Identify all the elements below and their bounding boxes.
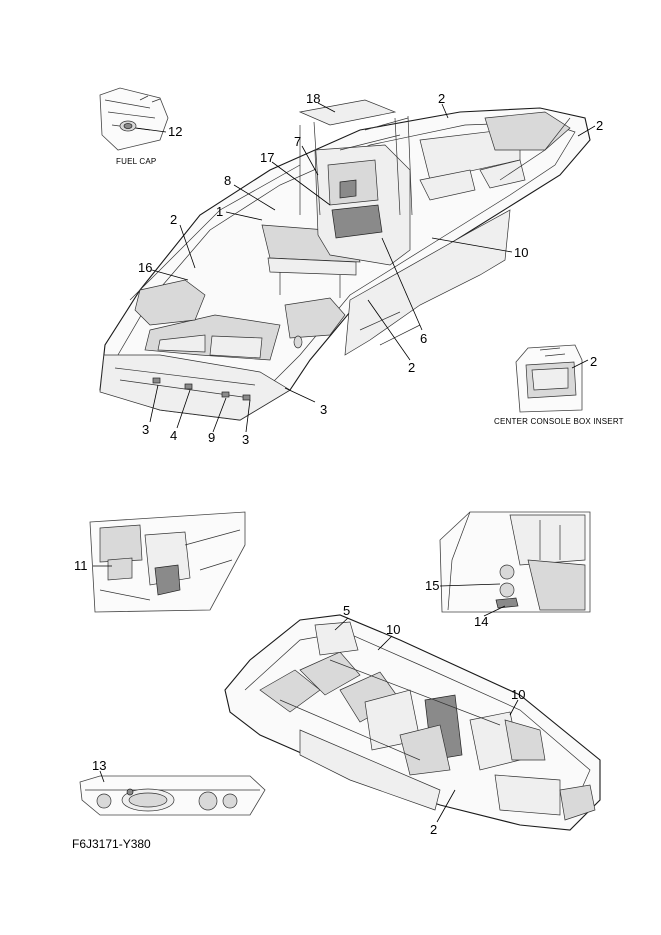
callout-3-bottom: 3: [242, 432, 249, 447]
callout-12: 12: [168, 124, 182, 139]
callout-13: 13: [92, 758, 106, 773]
console-box-caption: CENTER CONSOLE BOX INSERT: [494, 417, 624, 426]
callout-2-console: 2: [590, 354, 597, 369]
diagram-code: F6J3171-Y380: [72, 837, 151, 851]
callout-4: 4: [170, 428, 177, 443]
callout-2-mid: 2: [408, 360, 415, 375]
console-box-inset: 2 CENTER CONSOLE BOX INSERT: [494, 344, 624, 426]
callout-7: 7: [294, 134, 301, 149]
callout-18: 18: [306, 91, 320, 106]
callout-1: 1: [216, 204, 223, 219]
callout-2-right: 2: [596, 118, 603, 133]
callout-9: 9: [208, 430, 215, 445]
callout-2-lower: 2: [430, 822, 437, 837]
fuel-cap-inset: 12 FUEL CAP: [99, 87, 182, 166]
callout-14: 14: [474, 614, 488, 629]
boat-top-view: 18 2 2 7 17 8 1 2 10 16 6 2 3 3 4 9 3: [99, 91, 603, 447]
callout-3-right: 3: [320, 402, 327, 417]
callout-11: 11: [74, 558, 88, 573]
callout-15: 15: [425, 578, 439, 593]
callout-8: 8: [224, 173, 231, 188]
callout-2-left: 2: [170, 212, 177, 227]
fuel-cap-caption: FUEL CAP: [116, 157, 156, 166]
detail-inset-13: 13: [79, 758, 266, 816]
callout-6: 6: [420, 331, 427, 346]
detail-inset-15-14: 15 14: [425, 511, 591, 629]
detail-inset-11: 11: [74, 511, 246, 613]
callout-10-lower-a: 10: [386, 622, 400, 637]
callout-2-top: 2: [438, 91, 445, 106]
callout-10-lower-b: 10: [511, 687, 525, 702]
callout-16: 16: [138, 260, 152, 275]
callout-3-left: 3: [142, 422, 149, 437]
callout-5: 5: [343, 603, 350, 618]
callout-17: 17: [260, 150, 274, 165]
boat-bottom-view: 5 10 10 2: [224, 603, 601, 837]
callout-10-upper: 10: [514, 245, 528, 260]
